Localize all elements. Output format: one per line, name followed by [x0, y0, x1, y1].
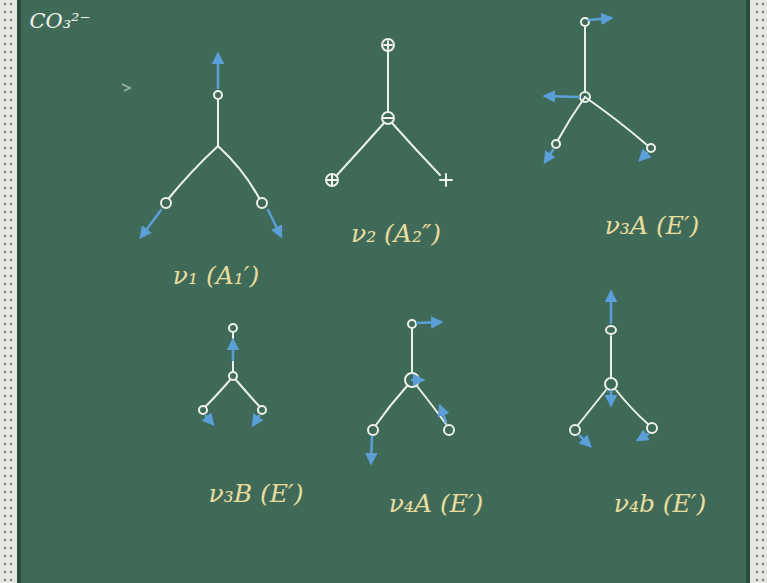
displacement-arrow — [206, 416, 213, 424]
displacement-arrow — [640, 153, 647, 160]
bond-line — [218, 146, 259, 198]
oxygen-atom — [570, 425, 580, 435]
formula-title: CO₃²⁻ — [29, 10, 90, 33]
board-frame — [746, 0, 750, 583]
molecule-bonds — [161, 18, 657, 435]
displacement-arrow — [610, 292, 613, 323]
wall-strip — [750, 0, 767, 583]
wall-strip — [0, 0, 17, 583]
wall-strip — [0, 0, 17, 583]
mode-label: ν₃B (E′) — [209, 480, 304, 508]
displacement-arrow — [141, 210, 161, 237]
oxygen-atom — [647, 144, 655, 152]
oxygen-atom — [552, 140, 560, 148]
bond-line — [169, 146, 218, 198]
bond-line — [232, 333, 234, 372]
oxygen-atom — [408, 320, 416, 328]
bond-line — [411, 329, 413, 372]
oxygen-atom — [161, 198, 171, 208]
displacement-arrows — [141, 18, 648, 463]
oxygen-atom — [258, 406, 266, 414]
carbon-atom — [580, 92, 590, 102]
bond-line — [376, 386, 407, 425]
displacement-arrow — [412, 379, 423, 382]
oxygen-atom — [581, 18, 589, 26]
bond-line — [217, 100, 219, 146]
mode-label: ν₂ (A₂″) — [351, 220, 441, 248]
oxygen-atom — [214, 91, 222, 99]
carbon-atom — [229, 372, 237, 380]
board-frame — [17, 0, 21, 583]
bond-line — [584, 27, 586, 92]
displacement-arrow — [371, 437, 372, 463]
displacement-arrow — [610, 391, 613, 405]
displacement-arrow — [217, 54, 220, 88]
bond-line — [387, 52, 389, 111]
mode-label: ν₃A (E′) — [605, 212, 700, 240]
displacement-arrow — [440, 406, 446, 422]
mode-label: ν₄b (E′) — [614, 490, 707, 518]
oxygen-atom — [382, 39, 394, 51]
oxygen-atom — [257, 198, 267, 208]
bond-line — [392, 123, 440, 175]
carbon-atom — [382, 112, 394, 124]
bond-line — [578, 390, 606, 425]
oxygen-atom — [606, 326, 616, 334]
displacement-arrow — [545, 150, 553, 162]
displacement-arrow — [232, 340, 235, 360]
plus-sign — [384, 41, 392, 49]
mode-label: ν₁ (A₁′) — [173, 262, 259, 290]
displacement-arrow — [268, 210, 281, 236]
mode-label: ν₄A (E′) — [389, 490, 484, 518]
bond-line — [417, 386, 446, 424]
bond-line — [610, 336, 612, 378]
oxygen-atom — [199, 406, 207, 414]
minus-sign — [383, 117, 393, 119]
bond-line — [585, 97, 647, 145]
displacement-arrow — [638, 434, 648, 440]
displacement-arrow — [580, 436, 590, 446]
oxygen-atom — [647, 423, 657, 433]
oxygen-atom — [326, 174, 338, 186]
plus-sign — [440, 174, 452, 186]
bond-line — [206, 380, 230, 406]
chalk-smudge — [122, 84, 130, 91]
plus-sign — [327, 175, 337, 185]
bond-line — [558, 97, 585, 140]
oxygen-atom — [229, 324, 237, 332]
carbon-atom — [605, 378, 617, 390]
bond-line — [616, 390, 648, 424]
oxygen-atom — [444, 425, 454, 435]
displacement-arrow — [253, 416, 259, 425]
displacement-arrow — [545, 96, 579, 97]
displacement-arrow — [589, 18, 611, 20]
wall-strip — [750, 0, 767, 583]
bond-line — [337, 123, 384, 175]
bond-line — [236, 380, 259, 406]
displacement-arrow — [417, 322, 441, 323]
oxygen-atom — [368, 425, 378, 435]
